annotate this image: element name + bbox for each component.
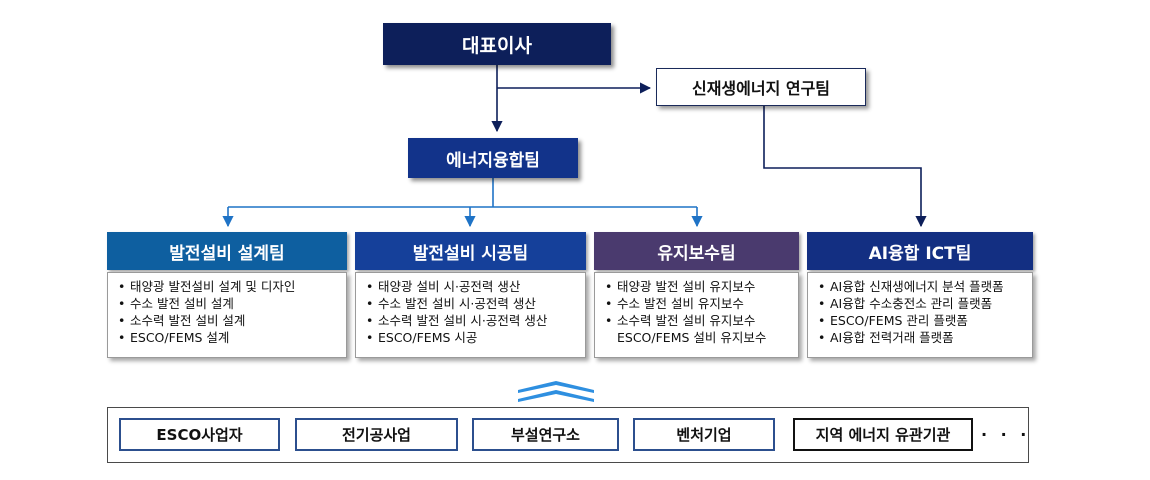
research-team-label: 신재생에너지 연구팀 — [691, 79, 831, 98]
construction-team-duties: •태양광 설비 시·공전력 생산 •수소 발전 설비 시·공전력 생산 •소수력… — [355, 272, 586, 358]
construction-team-title: 발전설비 시공팀 — [412, 243, 529, 264]
design-team-header: 발전설비 설계팀 — [107, 232, 347, 270]
duty-item: •태양광 발전 설비 유지보수 — [605, 279, 756, 294]
construction-team-header: 발전설비 시공팀 — [355, 232, 586, 270]
ai-ict-team-duties: •AI융합 신재생에너지 분석 플랫폼 •AI융합 수소충전소 관리 플랫폼 •… — [807, 272, 1033, 358]
duty-item: •수소 발전 설비 시·공전력 생산 — [366, 296, 536, 311]
maintenance-team-duties: •태양광 발전 설비 유지보수 •수소 발전 설비 유지보수 •소수력 발전 설… — [594, 272, 799, 358]
research-team-box: 신재생에너지 연구팀 — [656, 68, 866, 106]
duty-item: ESCO/FEMS 설비 유지보수 — [617, 330, 767, 345]
duty-item: •소수력 발전 설비 유지보수 — [605, 313, 756, 328]
maintenance-team-header: 유지보수팀 — [594, 232, 799, 270]
ceo-box: 대표이사 — [383, 23, 611, 65]
partner-venture: 벤처기업 — [633, 418, 775, 451]
ai-ict-team-header: AI융합 ICT팀 — [807, 232, 1033, 270]
duty-item: •ESCO/FEMS 시공 — [366, 330, 478, 345]
partner-research-institute: 부설연구소 — [472, 418, 619, 451]
duty-item: •ESCO/FEMS 관리 플랫폼 — [818, 313, 968, 328]
duty-item: •수소 발전 설비 설계 — [118, 296, 234, 311]
line-lab-to-ai-team — [763, 106, 927, 228]
fusion-team-label: 에너지융합팀 — [446, 150, 540, 171]
design-team-title: 발전설비 설계팀 — [169, 243, 285, 264]
partner-regional-energy-agency: 지역 에너지 유관기관 — [793, 418, 973, 451]
design-team-duties: •태양광 발전설비 설계 및 디자인 •수소 발전 설비 설계 •소수력 발전 … — [107, 272, 347, 358]
duty-item: •태양광 발전설비 설계 및 디자인 — [118, 279, 296, 294]
duty-item: •소수력 발전 설비 설계 — [118, 313, 246, 328]
duty-item: •소수력 발전 설비 시·공전력 생산 — [366, 313, 548, 328]
partner-esco: ESCO사업자 — [119, 418, 280, 451]
duty-item: •AI융합 수소충전소 관리 플랫폼 — [818, 296, 993, 311]
duty-item: •수소 발전 설비 유지보수 — [605, 296, 744, 311]
duty-item: •태양광 설비 시·공전력 생산 — [366, 279, 521, 294]
chevron-up-icon — [518, 381, 594, 402]
partner-electrical-construction: 전기공사업 — [295, 418, 458, 451]
ceo-label: 대표이사 — [462, 34, 532, 57]
duty-item: •AI융합 전력거래 플랫폼 — [818, 330, 954, 345]
ai-ict-team-title: AI융합 ICT팀 — [868, 243, 972, 264]
duty-item: •ESCO/FEMS 설계 — [118, 330, 230, 345]
maintenance-team-title: 유지보수팀 — [657, 243, 736, 264]
more-partners-ellipsis: · · · — [981, 425, 1031, 444]
fusion-team-box: 에너지융합팀 — [408, 138, 578, 178]
duty-item: •AI융합 신재생에너지 분석 플랫폼 — [818, 279, 1004, 294]
